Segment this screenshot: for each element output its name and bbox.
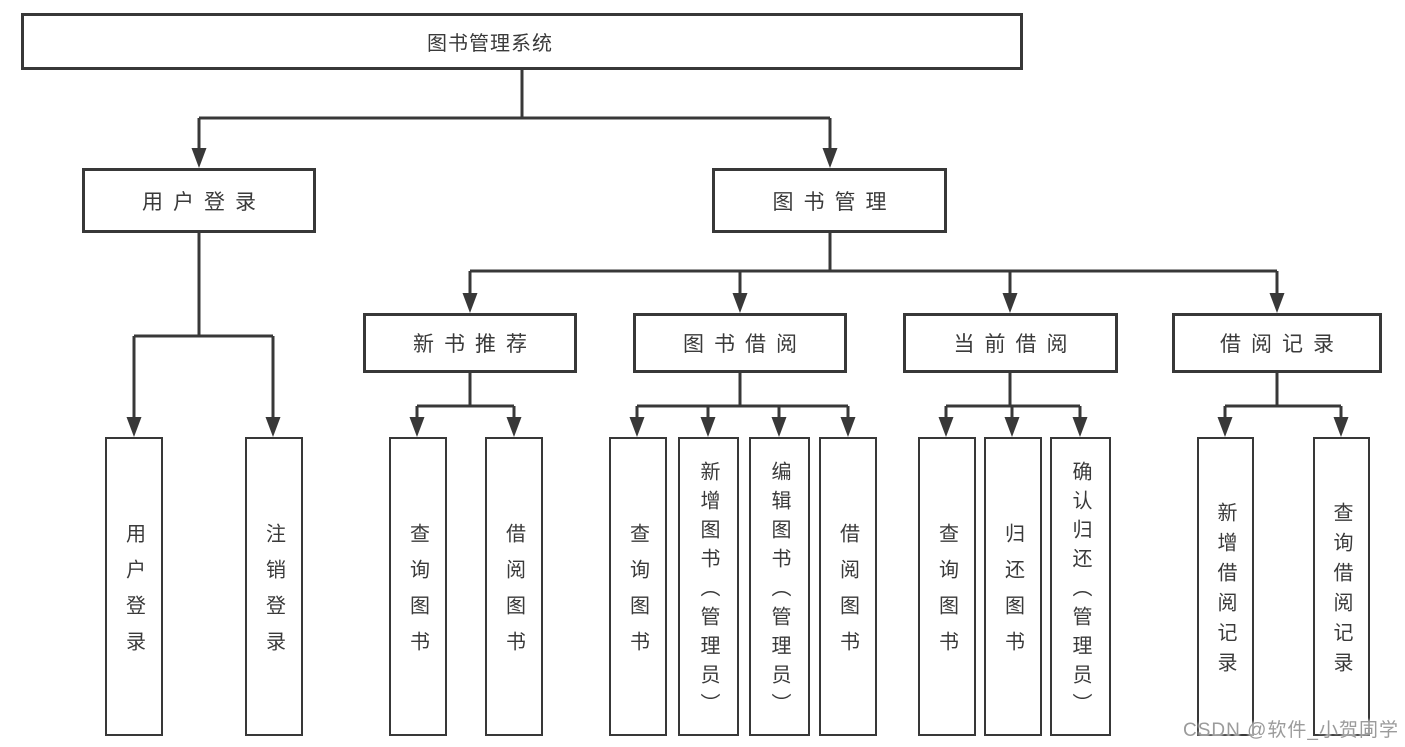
- arrowhead: [938, 417, 954, 437]
- leaf-query-books-current: 查询图书: [918, 437, 976, 736]
- arrowhead: [506, 417, 522, 437]
- leaf-label: 借阅图书: [502, 522, 525, 667]
- connector-root-to-level2: [197, 70, 832, 150]
- connector-current-borrow-children: [944, 373, 1082, 419]
- leaf-label: 编辑图书（管理员）: [768, 460, 790, 722]
- connector-book-management-children: [468, 232, 1279, 295]
- arrowhead: [822, 148, 838, 168]
- leaf-borrow-books-recommend: 借阅图书: [485, 437, 543, 736]
- leaf-label: 查询图书: [935, 522, 958, 667]
- arrowhead: [629, 417, 645, 437]
- node-user-login: 用户登录: [82, 168, 316, 233]
- leaf-label: 查询图书: [406, 522, 429, 667]
- node-current-borrow: 当前借阅: [903, 313, 1118, 373]
- node-book-management: 图书管理: [712, 168, 947, 233]
- leaf-label: 查询借阅记录: [1330, 501, 1352, 682]
- arrowhead: [1072, 417, 1088, 437]
- arrowhead: [1217, 417, 1233, 437]
- arrowhead: [191, 148, 207, 168]
- leaf-query-books-borrow: 查询图书: [609, 437, 667, 736]
- connector-borrow-records-children: [1223, 373, 1343, 419]
- arrowhead: [732, 293, 748, 313]
- node-label: 图书借阅: [683, 333, 807, 356]
- arrowhead: [126, 417, 142, 437]
- leaf-label: 用户登录: [122, 522, 145, 667]
- leaf-query-books-recommend: 查询图书: [389, 437, 447, 736]
- leaf-label: 注销登录: [262, 522, 285, 667]
- node-borrow-records: 借阅记录: [1172, 313, 1382, 373]
- arrowhead: [1333, 417, 1349, 437]
- node-label: 新书推荐: [413, 333, 537, 356]
- node-root-label: 图书管理系统: [427, 33, 553, 55]
- node-label: 借阅记录: [1220, 333, 1344, 356]
- leaf-borrow-books: 借阅图书: [819, 437, 877, 736]
- csdn-watermark: CSDN @软件_小贺同学: [1183, 720, 1399, 741]
- leaf-edit-book-admin: 编辑图书（管理员）: [749, 437, 810, 736]
- arrowhead: [700, 417, 716, 437]
- leaf-label: 新增图书（管理员）: [697, 460, 719, 722]
- arrowhead: [1002, 293, 1018, 313]
- arrowhead: [1269, 293, 1285, 313]
- leaf-return-book: 归还图书: [984, 437, 1042, 736]
- connector-new-book-children: [415, 373, 516, 419]
- arrowhead: [1004, 417, 1020, 437]
- node-new-book-recommend: 新书推荐: [363, 313, 577, 373]
- leaf-label: 借阅图书: [836, 522, 859, 667]
- node-label: 用户登录: [142, 190, 266, 214]
- leaf-user-login: 用户登录: [105, 437, 163, 736]
- leaf-add-book-admin: 新增图书（管理员）: [678, 437, 739, 736]
- leaf-label: 新增借阅记录: [1214, 501, 1236, 682]
- node-label: 图书管理: [772, 190, 897, 214]
- node-root: 图书管理系统: [21, 13, 1023, 70]
- arrowhead: [771, 417, 787, 437]
- arrowhead: [265, 417, 281, 437]
- leaf-label: 归还图书: [1001, 522, 1024, 667]
- leaf-add-borrow-record: 新增借阅记录: [1197, 437, 1254, 736]
- leaf-label: 确认归还（管理员）: [1069, 460, 1091, 722]
- leaf-label: 查询图书: [626, 522, 649, 667]
- arrowhead: [462, 293, 478, 313]
- leaf-query-borrow-record: 查询借阅记录: [1313, 437, 1370, 736]
- leaf-confirm-return-admin: 确认归还（管理员）: [1050, 437, 1111, 736]
- node-book-borrow: 图书借阅: [633, 313, 847, 373]
- arrowhead: [409, 417, 425, 437]
- connector-user-login-children: [132, 233, 275, 419]
- connector-book-borrow-children: [635, 373, 850, 419]
- arrowhead: [840, 417, 856, 437]
- node-label: 当前借阅: [953, 333, 1078, 356]
- leaf-logout: 注销登录: [245, 437, 303, 736]
